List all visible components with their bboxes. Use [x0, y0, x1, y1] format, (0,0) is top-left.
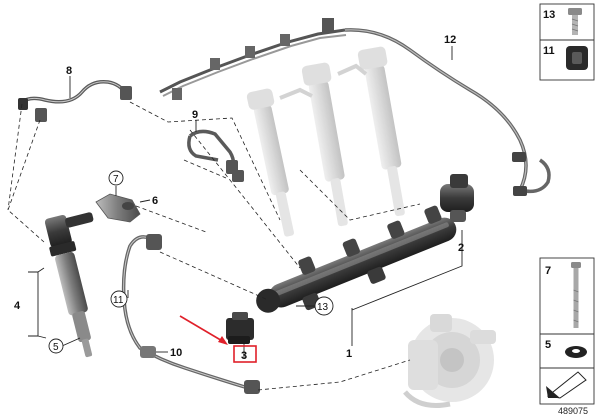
part-8-injection-line	[18, 79, 132, 122]
callout-6: 6	[152, 195, 158, 207]
callout-numbers: 1 2 3 4 5 6 7 8 9 10 11 12 13	[14, 34, 464, 363]
leader-lines	[7, 101, 421, 391]
callout-4: 4	[14, 300, 21, 312]
callout-7-circle	[108, 170, 124, 186]
washer-5-icon	[565, 346, 587, 358]
callout-5: 5	[53, 342, 59, 353]
callout-2: 2	[458, 242, 464, 254]
panel-label-13: 13	[543, 9, 555, 21]
callout-12: 12	[444, 34, 456, 46]
callout-11: 11	[113, 295, 124, 306]
panel-label-5: 5	[545, 339, 551, 351]
callout-9: 9	[192, 109, 198, 121]
callout-11-circle	[110, 290, 128, 308]
bolt-7-icon	[571, 262, 581, 328]
highlight-arrow	[179, 315, 228, 345]
bolt-13-icon	[568, 8, 582, 35]
side-panel-top: 13 11	[539, 3, 595, 81]
callout-10: 10	[170, 347, 182, 359]
grommet-11-icon	[566, 46, 588, 70]
ghost-injectors	[246, 46, 405, 237]
side-panel-bottom: 7 5	[539, 257, 595, 405]
arrow-symbol-icon	[546, 371, 587, 399]
callout-8: 8	[66, 65, 72, 77]
callout-7: 7	[113, 174, 119, 185]
callout-1: 1	[346, 348, 352, 360]
document-id: 489075	[558, 406, 588, 416]
callout-3-highlight-box	[233, 345, 257, 363]
part-4-injector	[44, 212, 94, 358]
part-3-pressure-sensor	[226, 312, 254, 344]
part-10-fuel-line	[121, 234, 260, 394]
callout-3: 3	[241, 350, 247, 362]
panel-label-7: 7	[545, 265, 551, 277]
callout-leaders	[28, 46, 463, 358]
harness-bracket	[159, 18, 347, 100]
part-6-clamp	[95, 193, 141, 223]
callout-13: 13	[317, 302, 329, 313]
panel-label-11: 11	[543, 45, 555, 57]
part-9-injection-line	[187, 129, 244, 182]
callout-13-circle	[314, 296, 334, 316]
part-2-pressure-valve	[440, 174, 474, 222]
ghost-high-pressure-pump	[403, 314, 496, 408]
part-12-leak-oil-line	[344, 28, 551, 196]
callout-5-circle	[48, 338, 64, 354]
